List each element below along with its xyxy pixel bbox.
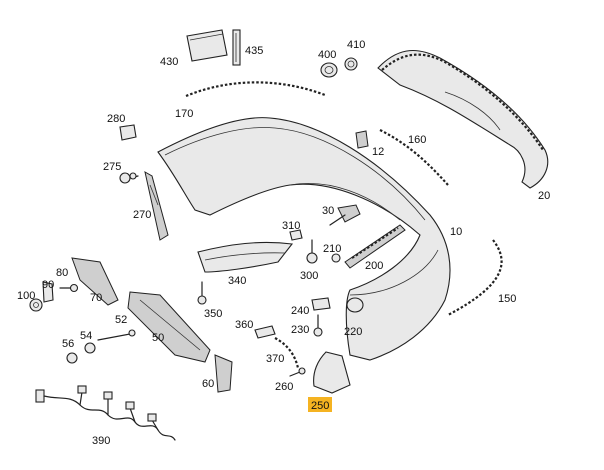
label-170[interactable]: 170 [175,108,193,120]
part-210-nut[interactable] [331,253,341,263]
label-270[interactable]: 270 [133,209,151,221]
label-80[interactable]: 80 [56,267,68,279]
label-230[interactable]: 230 [291,324,309,336]
part-labels: 430 435 400 410 170 280 160 12 275 20 27… [17,39,550,447]
label-10[interactable]: 10 [450,226,462,238]
part-100-nut[interactable] [29,298,43,312]
label-435[interactable]: 435 [245,45,263,57]
highlight-marker [308,397,332,412]
part-400-sensor[interactable] [320,62,338,78]
part-300-bolt[interactable] [306,239,318,264]
part-50-absorber[interactable] [127,291,211,363]
part-230-bolt[interactable] [313,314,323,337]
label-100[interactable]: 100 [17,290,35,302]
part-270-side-bracket[interactable] [144,171,169,241]
part-56-nut[interactable] [66,352,78,364]
part-260-screw[interactable] [289,367,306,377]
part-10-bumper-cover[interactable] [157,117,451,361]
label-70[interactable]: 70 [90,292,102,304]
part-430-module[interactable] [186,29,228,62]
part-52-bolt[interactable] [97,329,136,341]
part-280-clip[interactable] [119,124,137,141]
part-30-bracket[interactable] [329,204,361,226]
part-90-bolt[interactable] [59,283,79,293]
label-400[interactable]: 400 [318,49,336,61]
part-435-bracket[interactable] [232,29,241,66]
part-150-trim[interactable] [447,239,503,316]
label-350[interactable]: 350 [204,308,222,320]
part-390-wiring-harness[interactable] [35,385,176,441]
part-80-bracket[interactable] [71,257,119,306]
part-360-pad[interactable] [254,325,276,339]
part-200-strip[interactable] [344,224,406,269]
label-210[interactable]: 210 [323,243,341,255]
label-52[interactable]: 52 [115,314,127,326]
part-350-bolt[interactable] [197,281,207,305]
label-260[interactable]: 260 [275,381,293,393]
label-54[interactable]: 54 [80,330,92,342]
label-275[interactable]: 275 [103,161,121,173]
label-150[interactable]: 150 [498,293,516,305]
part-12-clip[interactable] [355,130,369,149]
part-410-ring[interactable] [344,57,358,71]
label-430[interactable]: 430 [160,56,178,68]
part-220-cap[interactable] [346,297,364,313]
label-56[interactable]: 56 [62,338,74,350]
label-410[interactable]: 410 [347,39,365,51]
label-240[interactable]: 240 [291,305,309,317]
part-60-bracket[interactable] [214,354,233,393]
part-20-diffuser[interactable] [377,49,549,189]
label-370[interactable]: 370 [266,353,284,365]
part-170-trim-strip[interactable] [185,81,326,98]
part-160-trim[interactable] [379,129,449,186]
label-20[interactable]: 20 [538,190,550,202]
label-250[interactable]: 250 [311,400,329,412]
part-370-strip[interactable] [274,337,300,369]
part-70-bracket[interactable] [42,281,54,303]
part-275-screw[interactable] [119,172,139,184]
label-12[interactable]: 12 [372,146,384,158]
part-240-bracket[interactable] [311,297,331,311]
label-310[interactable]: 310 [282,220,300,232]
part-340-lower-panel[interactable] [197,241,294,273]
label-30[interactable]: 30 [322,205,334,217]
label-340[interactable]: 340 [228,275,246,287]
label-360[interactable]: 360 [235,319,253,331]
label-220[interactable]: 220 [344,326,362,338]
label-280[interactable]: 280 [107,113,125,125]
label-300[interactable]: 300 [300,270,318,282]
label-390[interactable]: 390 [92,435,110,447]
part-54-washer[interactable] [84,342,96,354]
part-250-mud-flap[interactable] [313,351,351,394]
label-60[interactable]: 60 [202,378,214,390]
part-310-clip[interactable] [289,229,303,241]
label-200[interactable]: 200 [365,260,383,272]
label-90[interactable]: 90 [42,279,54,291]
label-50[interactable]: 50 [152,332,164,344]
label-160[interactable]: 160 [408,134,426,146]
